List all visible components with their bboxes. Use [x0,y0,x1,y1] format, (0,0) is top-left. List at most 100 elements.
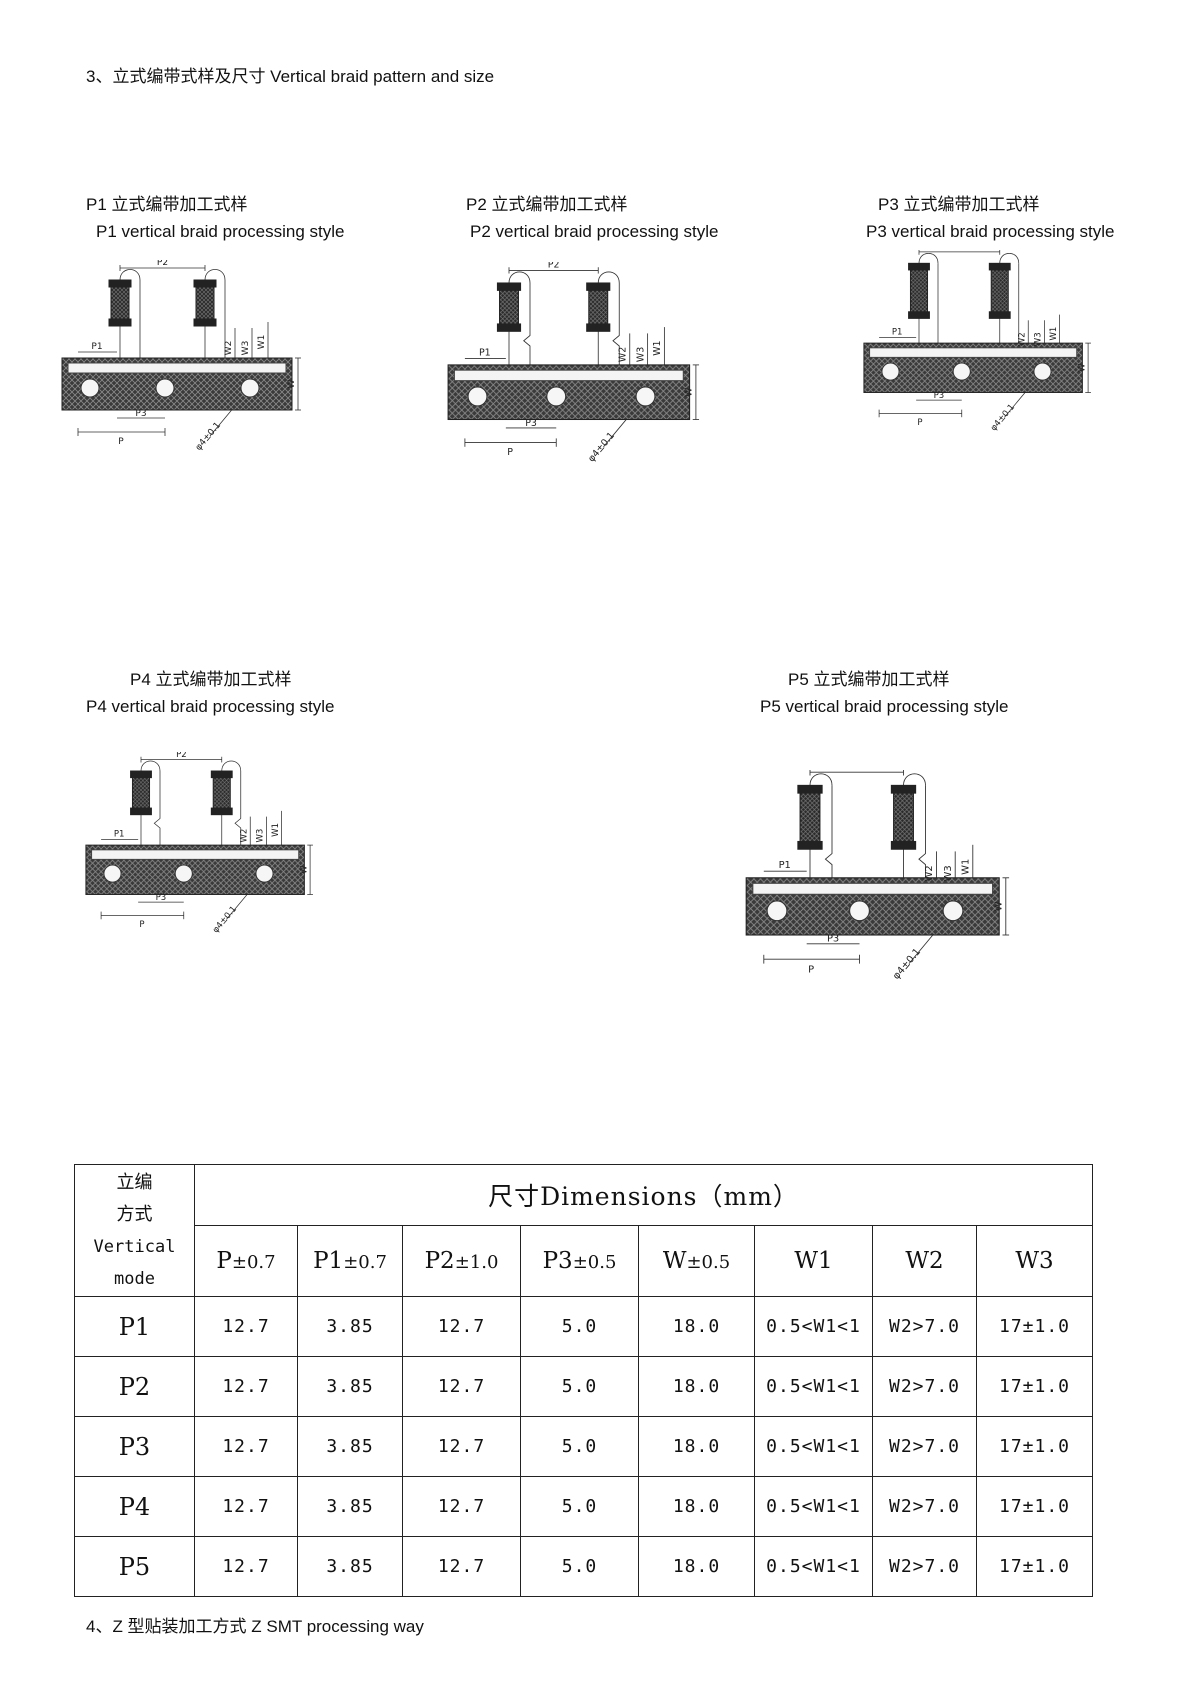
column-header: W3 [976,1225,1093,1297]
row-mode: P2 [74,1356,195,1417]
table-cell: 17±1.0 [976,1476,1093,1537]
resistor-body [588,286,609,328]
column-tolerance: ±0.7 [343,1252,387,1273]
dimension-label-p: P [118,437,124,447]
style-caption-zh: P3 立式编带加工式样 [878,195,1040,214]
dimension-label-p1: P1 [779,860,791,871]
table-cell: 3.85 [297,1296,403,1357]
style-caption-en: P3 vertical braid processing style [866,222,1115,241]
dimension-label-p1: P1 [114,830,125,840]
dimension-label-w3: W3 [635,347,646,362]
table-cell: 5.0 [520,1416,639,1477]
dimension-label-w: W [684,387,695,397]
sprocket-hole [255,864,274,883]
table-cell: 17±1.0 [976,1416,1093,1477]
dimension-label-p1: P1 [479,347,491,358]
column-tolerance: ±0.5 [686,1252,731,1273]
resistor-body [990,266,1009,316]
dimension-label-w: W [287,379,297,388]
sprocket-hole [849,900,870,922]
style-caption-zh: P5 立式编带加工式样 [788,670,950,689]
row-mode: P3 [74,1416,195,1477]
table-cell: 18.0 [638,1476,755,1537]
dimension-label-w3: W3 [1034,332,1044,346]
table-cell: 12.7 [194,1416,298,1477]
table-cell: W2>7.0 [872,1356,977,1417]
hole-diameter-label: φ4±0.1 [989,402,1017,433]
table-cell: 3.85 [297,1416,403,1477]
sprocket-hole [103,864,122,883]
column-header: P1±0.7 [297,1225,403,1297]
style-caption-en: P2 vertical braid processing style [470,222,719,241]
style-caption-en: P5 vertical braid processing style [760,697,1009,716]
column-name: W1 [794,1248,833,1274]
table-cell: 0.5<W1<1 [754,1536,873,1597]
dimension-label-w2: W2 [224,341,234,356]
dimension-label-p2: P2 [548,262,560,270]
table-cell: 18.0 [638,1296,755,1357]
hole-diameter-label: φ4±0.1 [194,421,223,453]
row-mode: P4 [74,1476,195,1537]
sprocket-hole [80,378,100,398]
table-cell: 5.0 [520,1476,639,1537]
sprocket-hole [952,362,971,381]
column-header: W2 [872,1225,977,1297]
table-cell: 12.7 [402,1536,521,1597]
table-cell: W2>7.0 [872,1536,977,1597]
table-cell: W2>7.0 [872,1476,977,1537]
table-cell: 3.85 [297,1476,403,1537]
table-cell: 18.0 [638,1536,755,1597]
sprocket-hole [546,386,567,407]
resistor-body [499,286,519,328]
resistor-body [909,266,929,316]
table-cell: 3.85 [297,1356,403,1417]
mode-header-line: Vertical [93,1236,176,1257]
table-cell: 12.7 [194,1356,298,1417]
column-name: P3 [542,1248,573,1274]
sprocket-hole [240,378,260,398]
column-name: P1 [313,1248,344,1274]
column-name: W [662,1248,687,1274]
column-tolerance: ±1.0 [454,1252,499,1273]
dimension-label-p: P [507,447,513,458]
dimension-label-p2: P2 [851,770,863,772]
dimension-label-w2: W2 [1017,332,1027,346]
table-cell: 0.5<W1<1 [754,1416,873,1477]
dimension-label-w2: W2 [924,865,935,881]
table-cell: 5.0 [520,1296,639,1357]
sprocket-hole [155,378,175,398]
table-cell: 12.7 [402,1356,521,1417]
table-cell: 17±1.0 [976,1356,1093,1417]
dimension-label-w1: W1 [271,823,281,837]
dimension-label-w: W [1077,363,1087,372]
table-cell: 12.7 [194,1536,298,1597]
dimension-label-w1: W1 [1049,327,1059,341]
dimension-label-p3: P3 [934,391,945,401]
sprocket-hole [881,362,900,381]
table-cell: 12.7 [402,1476,521,1537]
sprocket-hole [766,900,788,922]
dimension-label-w1: W1 [652,340,663,355]
sprocket-hole [174,864,193,883]
dimension-label-p: P [808,964,814,975]
dimension-label-p: P [139,920,144,930]
dimension-label-p2: P2 [157,260,168,268]
hole-diameter-label: φ4±0.1 [891,947,923,982]
style-caption-zh: P1 立式编带加工式样 [86,195,248,214]
table-cell: 12.7 [194,1296,298,1357]
dimension-label-p2: P2 [954,250,965,252]
hole-diameter-label: φ4±0.1 [586,430,617,464]
hole-diameter-label: φ4±0.1 [211,904,239,935]
table-cell: 12.7 [194,1476,298,1537]
table-cell: 18.0 [638,1416,755,1477]
dimension-label-p3: P3 [135,409,146,419]
section-3-heading: 3、立式编带式样及尺寸 Vertical braid pattern and s… [86,67,495,86]
